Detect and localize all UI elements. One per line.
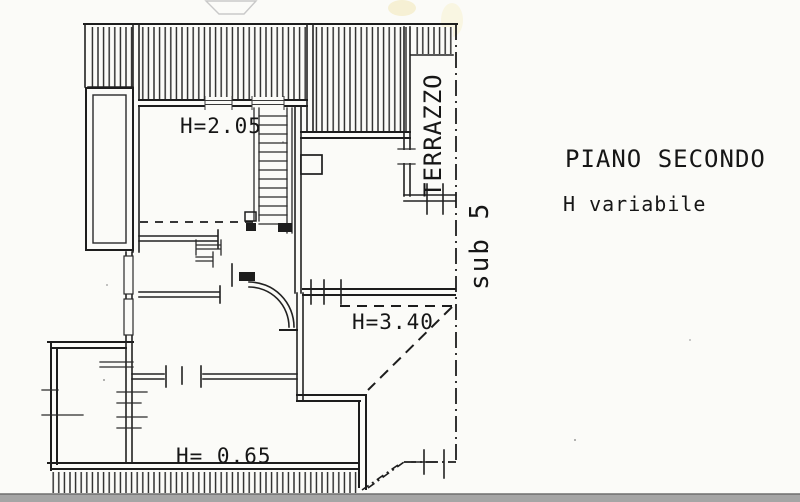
scan-artifacts [103, 0, 691, 441]
window [123, 298, 134, 336]
staircase [244, 107, 293, 234]
pilaster [300, 154, 323, 175]
label-sub5: sub 5 [465, 202, 495, 290]
terrace [397, 26, 456, 215]
door-swing [231, 263, 298, 331]
boundary-dashdot [361, 24, 457, 491]
scan-edge-bar [0, 493, 800, 502]
label-sloped-height: H=3.40 [352, 310, 434, 334]
interior-walls [123, 106, 456, 490]
door-arc [248, 281, 295, 328]
chimney-ghost-outline [204, 0, 258, 15]
attic-room-walls [132, 96, 308, 253]
roof-hatch-band [83, 23, 458, 133]
sloped-ceiling-lines [340, 305, 453, 391]
stair-newel [244, 211, 257, 222]
bottom-hatch-band [50, 472, 357, 493]
door-jamb [239, 272, 255, 281]
window [123, 255, 134, 295]
plan-title: PIANO SECONDO [565, 145, 766, 173]
plan-subtitle: H variabile [563, 192, 706, 216]
label-attic-height: H=2.05 [180, 114, 262, 138]
left-balcony-block [85, 87, 134, 251]
bottom-left-room [41, 341, 358, 471]
label-low-height: H= 0.65 [176, 444, 272, 468]
label-terrace: TERRAZZO [419, 73, 447, 197]
boundary-line-diagonal [361, 461, 405, 491]
